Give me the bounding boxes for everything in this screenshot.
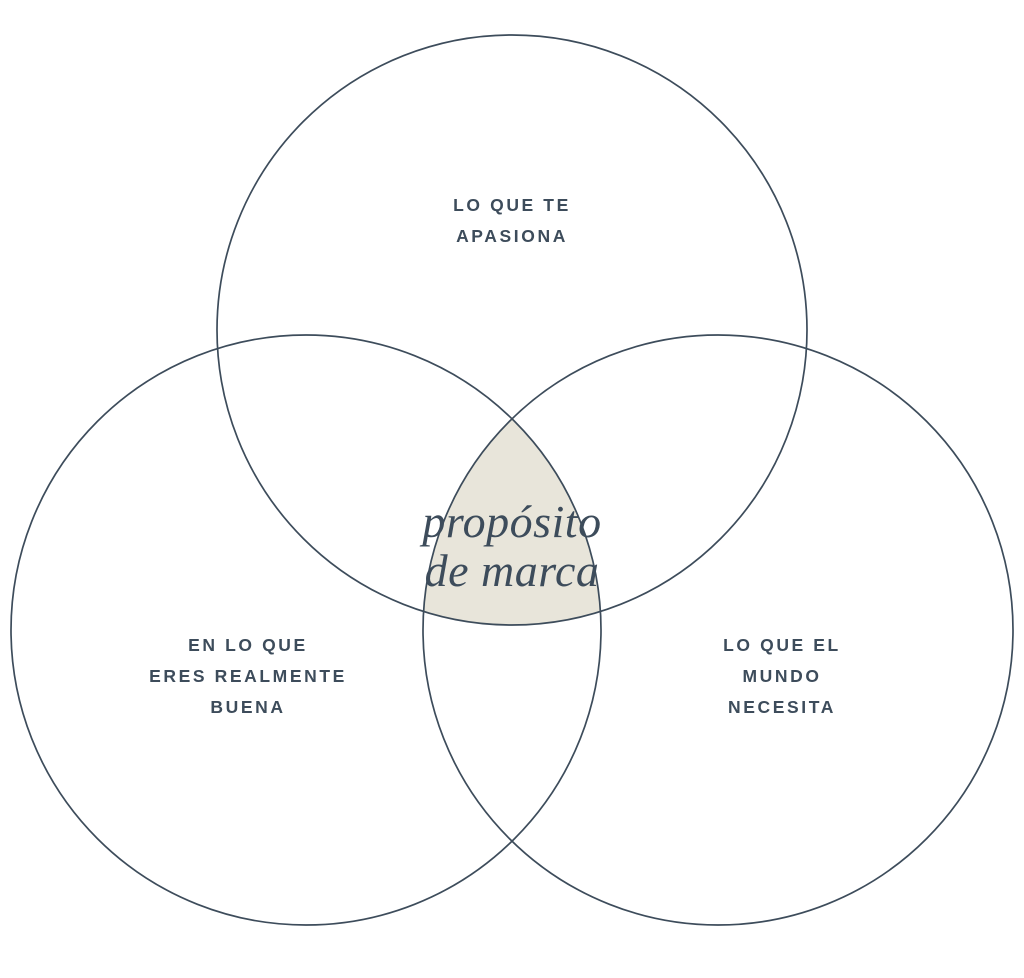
- left-circle-label-line1: EN LO QUE: [188, 635, 308, 655]
- center-label-line1: propósito: [419, 496, 601, 547]
- top-circle-label-line1: LO QUE TE: [453, 195, 571, 215]
- left-circle-label-line3: BUENA: [210, 697, 285, 717]
- center-label-line2: de marca: [425, 545, 600, 596]
- top-circle-label-line2: APASIONA: [456, 226, 568, 246]
- right-circle-label-line3: NECESITA: [728, 697, 836, 717]
- left-circle-label-line2: ERES REALMENTE: [149, 666, 347, 686]
- left-circle: [10, 334, 602, 926]
- right-circle-label-line1: LO QUE EL: [723, 635, 841, 655]
- right-circle-label-line2: MUNDO: [742, 666, 821, 686]
- top-circle: [216, 34, 808, 626]
- right-circle: [422, 334, 1014, 926]
